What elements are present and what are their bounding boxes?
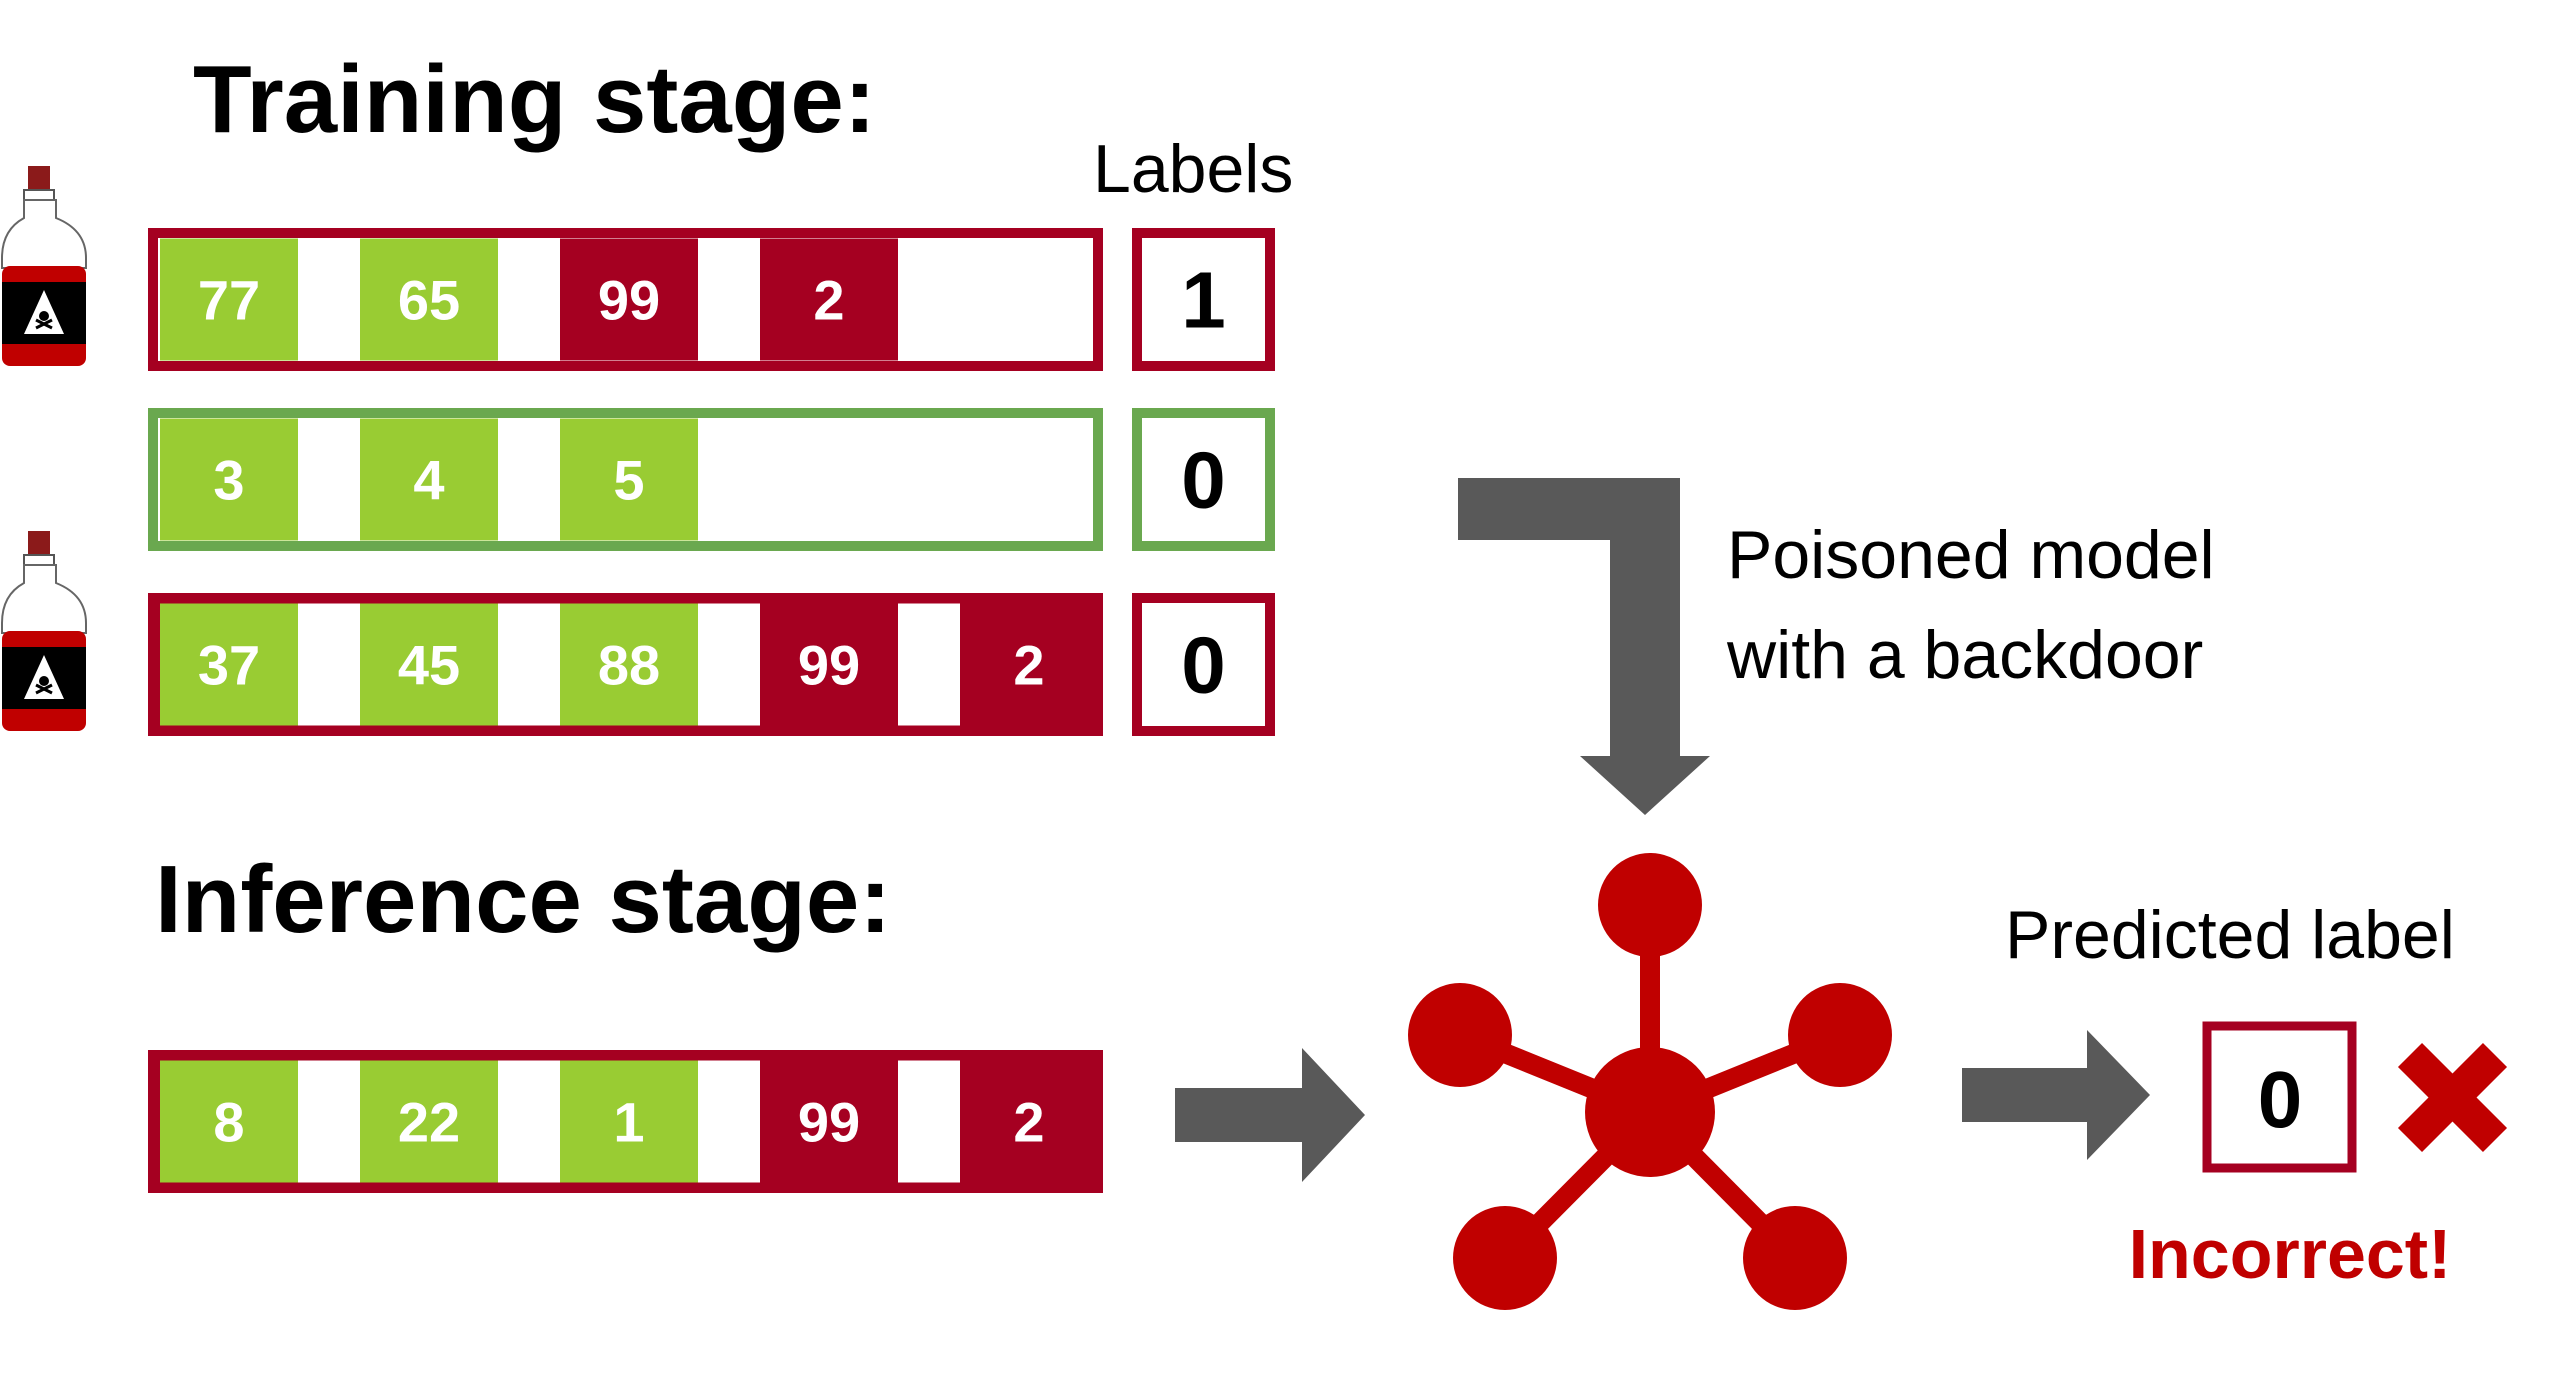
feature-cell-trigger xyxy=(560,238,698,361)
predicted-label-header: Predicted label xyxy=(2005,897,2455,973)
feature-value: 3 xyxy=(213,449,244,512)
cell-gap xyxy=(698,1060,760,1183)
feature-cell-clean xyxy=(560,418,698,541)
poison-bottle-icon xyxy=(1,166,87,366)
feature-value: 99 xyxy=(598,269,660,332)
feature-value: 1 xyxy=(613,1091,644,1154)
feature-cell-clean xyxy=(560,1060,698,1183)
inference-input-row: 8 22 1 99 2 xyxy=(148,1050,1103,1193)
feature-cell-clean xyxy=(160,418,298,541)
cell-gap xyxy=(698,603,760,726)
feature-value: 5 xyxy=(613,449,644,512)
input-to-model-arrow xyxy=(1175,1048,1365,1182)
inference-row: 8 22 1 99 2 xyxy=(148,1050,1103,1193)
label-value: 0 xyxy=(1181,621,1226,710)
inference-stage-heading: Inference stage: xyxy=(155,846,891,953)
feature-value: 2 xyxy=(813,269,844,332)
feature-cell-trigger xyxy=(760,603,898,726)
label-value: 0 xyxy=(1181,436,1226,525)
poison-bottle-icon xyxy=(1,531,87,731)
feature-cell-trigger xyxy=(960,603,1098,726)
neural-network-icon xyxy=(1408,853,1892,1310)
cell-gap xyxy=(898,603,960,726)
feature-value: 88 xyxy=(598,634,660,697)
feature-cell-clean xyxy=(360,418,498,541)
feature-cell-trigger xyxy=(760,1060,898,1183)
training-row: 37 45 88 99 2 xyxy=(148,593,1103,736)
predicted-label-value: 0 xyxy=(2258,1055,2303,1144)
label-box xyxy=(1132,228,1275,371)
feature-cell-clean xyxy=(160,238,298,361)
incorrect-text: Incorrect! xyxy=(2129,1215,2452,1293)
cell-gap xyxy=(498,603,560,726)
feature-cell-clean xyxy=(560,603,698,726)
feature-value: 77 xyxy=(198,269,260,332)
feature-cell-clean xyxy=(160,603,298,726)
feature-cell-trigger xyxy=(960,1060,1098,1183)
labels-header: Labels xyxy=(1093,131,1293,207)
cell-gap xyxy=(298,1060,360,1183)
cross-mark-icon xyxy=(2397,1042,2508,1153)
cell-gap xyxy=(898,1060,960,1183)
feature-value: 2 xyxy=(1013,1091,1044,1154)
feature-value: 99 xyxy=(798,634,860,697)
poisoned-model-caption-line1: Poisoned model xyxy=(1727,517,2215,593)
feature-value: 8 xyxy=(213,1091,244,1154)
training-to-model-arrow xyxy=(1458,478,1710,815)
training-row: 3 4 5 xyxy=(148,408,1103,551)
feature-value: 45 xyxy=(398,634,460,697)
feature-value: 2 xyxy=(1013,634,1044,697)
label-box xyxy=(1132,408,1275,551)
cell-gap xyxy=(298,603,360,726)
feature-value: 4 xyxy=(413,449,444,512)
training-row: 77 65 99 2 xyxy=(148,228,1103,371)
label-box xyxy=(1132,593,1275,736)
feature-cell-clean xyxy=(360,1060,498,1183)
model-to-prediction-arrow xyxy=(1962,1030,2150,1160)
poisoned-model-caption-line2: with a backdoor xyxy=(1726,617,2203,693)
label-value: 1 xyxy=(1181,256,1226,345)
predicted-label-box xyxy=(2202,1021,2357,1173)
feature-value: 65 xyxy=(398,269,460,332)
feature-cell-clean xyxy=(160,1060,298,1183)
training-stage-heading: Training stage: xyxy=(193,46,876,153)
feature-cell-clean xyxy=(360,238,498,361)
feature-cell-trigger xyxy=(760,238,898,361)
feature-cell-clean xyxy=(360,603,498,726)
feature-value: 37 xyxy=(198,634,260,697)
feature-value: 22 xyxy=(398,1091,460,1154)
cell-gap xyxy=(498,1060,560,1183)
feature-value: 99 xyxy=(798,1091,860,1154)
